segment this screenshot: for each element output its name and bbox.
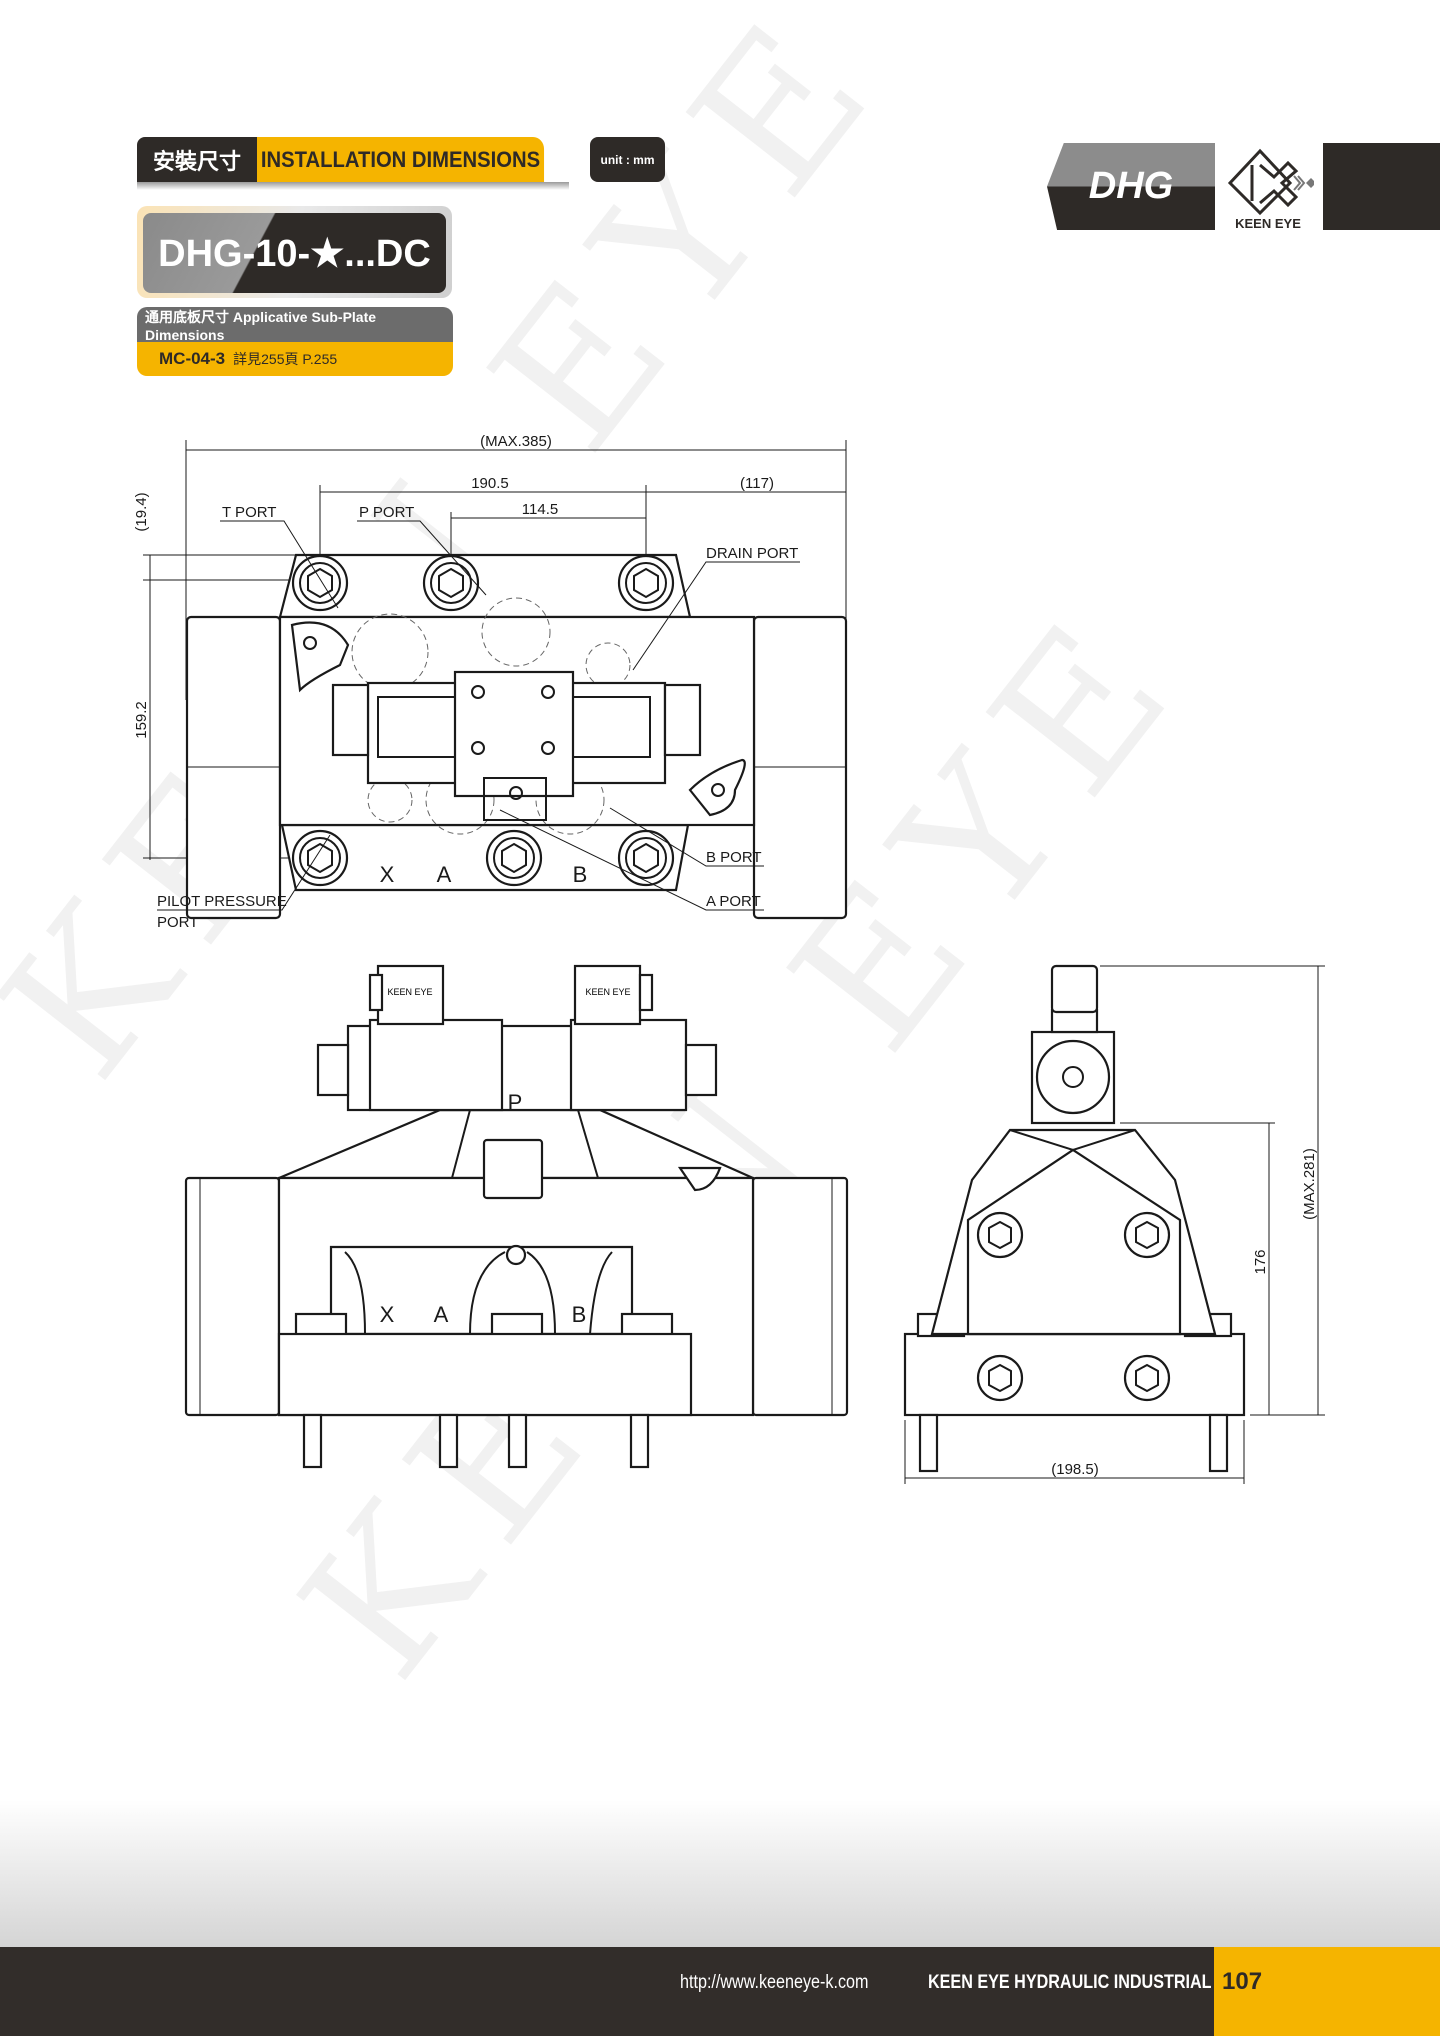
section-title-cn: 安裝尺寸 [137, 137, 257, 182]
section-title-en: INSTALLATION DIMENSIONS [257, 137, 545, 182]
dim-190-5: 190.5 [471, 475, 509, 492]
dim-198-5: (198.5) [1051, 1461, 1099, 1478]
label-pilot-pressure: PILOT PRESSURE [157, 893, 287, 910]
marking-x: X [380, 862, 395, 887]
section-shadow [137, 182, 569, 190]
page-number: 107 [1222, 1968, 1263, 1995]
subplate-page-ref: 詳見255頁 P.255 [233, 351, 338, 367]
dim-117: (117) [740, 475, 774, 492]
dim-max-385: (MAX.385) [480, 433, 552, 450]
footer-url[interactable]: http://www.keeneye-k.com [680, 1972, 869, 1993]
subplate-model: MC-04-3 [159, 349, 226, 368]
label-pilot-port: PORT [157, 914, 198, 931]
bolt-icon [976, 1211, 1171, 1402]
series-tab: DHG [1047, 143, 1215, 230]
bolt-icon [291, 554, 675, 887]
footer-bar [0, 1947, 1440, 2036]
dim-max-281: (MAX.281) [1301, 1148, 1318, 1220]
p-marking: P [508, 1090, 523, 1115]
coil-label-left: KEEN EYE [387, 987, 432, 997]
label-p-port: P PORT [359, 504, 414, 521]
dim-159-2: 159.2 [133, 701, 150, 739]
label-b-port: B PORT [706, 849, 762, 866]
footer-company: KEEN EYE HYDRAULIC INDUSTRIAL [928, 1972, 1212, 1993]
side-view: (198.5) 176 (MAX.281) [903, 964, 1325, 1484]
label-drain-port: DRAIN PORT [706, 545, 798, 562]
label-t-port: T PORT [222, 504, 276, 521]
dim-176: 176 [1252, 1249, 1269, 1274]
footer-page-block [1214, 1947, 1440, 2036]
model-title: DHG-10-★...DC [143, 213, 446, 293]
subplate-reference: MC-04-3 詳見255頁 P.255 [137, 342, 453, 376]
coil-label-right: KEEN EYE [585, 987, 630, 997]
marking-b: B [573, 862, 588, 887]
front-view: KEEN EYE KEEN EYE P X A B [184, 964, 849, 1469]
unit-badge: unit : mm [590, 137, 665, 182]
keen-eye-logo-icon [1227, 148, 1314, 216]
front-marking-x: X [380, 1302, 395, 1327]
front-marking-a: A [434, 1302, 449, 1327]
header-dark-block [1323, 143, 1440, 230]
front-marking-b: B [572, 1302, 587, 1327]
subplate-label: 通用底板尺寸 Applicative Sub-Plate Dimensions [137, 307, 453, 343]
marking-a: A [437, 862, 452, 887]
dim-114-5: 114.5 [522, 501, 558, 518]
brand-name: KEEN EYE [1235, 216, 1301, 231]
top-view: (MAX.385) 190.5 (117) 114.5 (19.4) 159.2 [133, 433, 848, 931]
footer-fade [0, 1800, 1440, 1948]
dim-19-4: (19.4) [133, 492, 150, 531]
label-a-port: A PORT [706, 893, 761, 910]
